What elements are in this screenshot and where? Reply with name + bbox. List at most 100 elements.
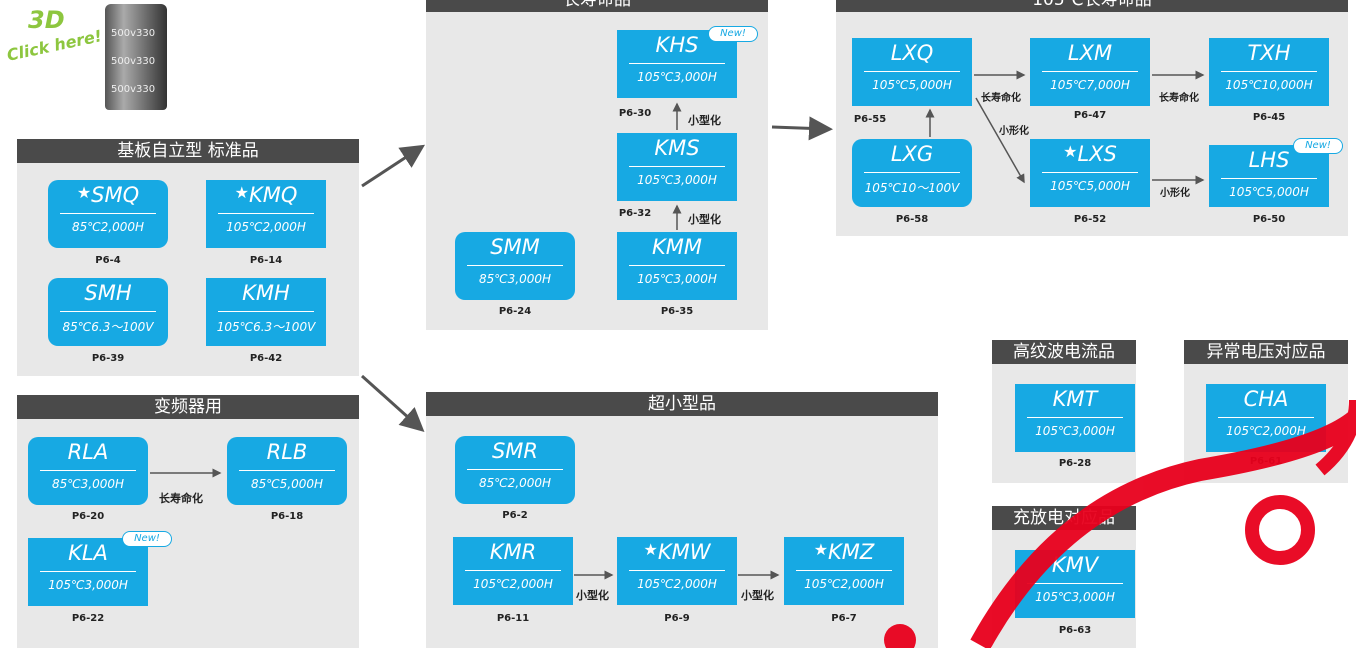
long-life-title: 长寿命品	[426, 0, 768, 12]
product-rla[interactable]: RLA 85℃3,000H	[28, 437, 148, 505]
product-kmw[interactable]: ★KMW 105℃2,000H	[617, 537, 737, 605]
page-ref[interactable]: P6-9	[664, 613, 690, 624]
product-spec: 85℃2,000H	[71, 220, 145, 234]
page-ref[interactable]: P6-20	[71, 511, 105, 522]
star-icon: ★	[76, 183, 92, 202]
product-spec: 105℃2,000H	[473, 577, 553, 591]
product-kmv[interactable]: KMV 105℃3,000H	[1015, 550, 1135, 618]
page-ref[interactable]: P6-55	[853, 114, 887, 125]
product-lxq[interactable]: LXQ 105℃5,000H	[852, 38, 972, 106]
arrow-label: 小形化	[999, 126, 1029, 137]
arrow-label: 小型化	[688, 114, 721, 127]
product-spec: 85℃3,000H	[478, 272, 552, 286]
charge-discharge-title: 充放电对应品	[992, 506, 1136, 530]
page-ref[interactable]: P6-7	[831, 613, 857, 624]
page-ref[interactable]: P6-61	[1249, 456, 1283, 467]
product-cha[interactable]: CHA 105℃2,000H	[1206, 384, 1326, 452]
product-lhs[interactable]: LHS 105℃5,000H	[1209, 145, 1329, 207]
star-icon: ★	[643, 540, 658, 559]
divider	[60, 213, 156, 214]
divider	[40, 571, 136, 572]
product-name: KMH	[242, 281, 290, 305]
product-spec: 105℃10～100V	[864, 181, 960, 195]
page-ref[interactable]: P6-47	[1073, 110, 1107, 121]
product-kmr[interactable]: KMR 105℃2,000H	[453, 537, 573, 605]
divider	[467, 469, 563, 470]
divider	[1042, 172, 1138, 173]
product-txh[interactable]: TXH 105℃10,000H	[1209, 38, 1329, 106]
divider	[467, 265, 563, 266]
photo-text-1: 500v330	[111, 28, 156, 39]
product-name: LXM	[1067, 41, 1113, 65]
product-lxs[interactable]: ★LXS 105℃5,000H	[1030, 139, 1150, 207]
product-name: KHS	[655, 33, 699, 57]
page-ref[interactable]: P6-35	[660, 306, 694, 317]
product-kmq[interactable]: ★KMQ 105℃2,000H	[206, 180, 326, 248]
3d-logo-label: 3D	[28, 6, 65, 34]
product-name: SMM	[490, 235, 540, 259]
divider	[796, 570, 892, 571]
page-ref[interactable]: P6-22	[71, 613, 105, 624]
divider	[1218, 417, 1314, 418]
product-spec: 105℃2,000H	[804, 577, 884, 591]
page-ref[interactable]: P6-32	[618, 208, 652, 219]
arrow-label: 长寿命化	[1159, 93, 1199, 104]
page-ref[interactable]: P6-11	[496, 613, 530, 624]
product-name: KLA	[68, 541, 108, 565]
product-smq[interactable]: ★SMQ 85℃2,000H	[48, 180, 168, 248]
product-spec: 105℃3,000H	[637, 173, 717, 187]
product-spec: 105℃2,000H	[1226, 424, 1306, 438]
page-ref[interactable]: P6-4	[95, 255, 121, 266]
product-name: RLB	[266, 440, 308, 464]
product-kla[interactable]: KLA 105℃3,000H	[28, 538, 148, 606]
photo-text-2: 500v330	[111, 56, 156, 67]
product-kms[interactable]: KMS 105℃3,000H	[617, 133, 737, 201]
arrow-label: 长寿命化	[981, 93, 1021, 104]
arrow-label: 长寿命化	[159, 492, 203, 505]
page-ref[interactable]: P6-50	[1252, 214, 1286, 225]
product-name: KMQ	[248, 183, 298, 207]
star-icon: ★	[1063, 142, 1078, 161]
divider	[218, 311, 314, 312]
page-ref[interactable]: P6-39	[91, 353, 125, 364]
page-ref[interactable]: P6-2	[502, 510, 528, 521]
product-spec: 85℃5,000H	[250, 477, 324, 491]
page-ref[interactable]: P6-63	[1058, 625, 1092, 636]
product-khs[interactable]: KHS 105℃3,000H	[617, 30, 737, 98]
product-spec: 85℃2,000H	[478, 476, 552, 490]
product-spec: 105℃2,000H	[226, 220, 306, 234]
product-name: KMV	[1051, 553, 1099, 577]
product-kmh[interactable]: KMH 105℃6.3～100V	[206, 278, 326, 346]
product-lxm[interactable]: LXM 105℃7,000H	[1030, 38, 1150, 106]
product-spec: 105℃5,000H	[1050, 179, 1130, 193]
arrow-label: 小形化	[1160, 188, 1190, 199]
product-rlb[interactable]: RLB 85℃5,000H	[227, 437, 347, 505]
product-lxg[interactable]: LXG 105℃10～100V	[852, 139, 972, 207]
product-name: KMM	[651, 235, 702, 259]
3d-logo[interactable]: 3D Click here!	[5, 4, 104, 84]
divider	[629, 570, 725, 571]
product-smr[interactable]: SMR 85℃2,000H	[455, 436, 575, 504]
page-ref[interactable]: P6-58	[895, 214, 929, 225]
arrow-standard-to-ultrasmall	[360, 374, 425, 433]
page-ref[interactable]: P6-14	[249, 255, 283, 266]
product-name: LXG	[890, 142, 934, 166]
product-spec: 105℃2,000H	[637, 577, 717, 591]
product-smh[interactable]: SMH 85℃6.3～100V	[48, 278, 168, 346]
product-spec: 105℃3,000H	[48, 578, 128, 592]
page-ref[interactable]: P6-45	[1252, 112, 1286, 123]
product-name: TXH	[1247, 41, 1291, 65]
page-ref[interactable]: P6-52	[1073, 214, 1107, 225]
page-ref[interactable]: P6-18	[270, 511, 304, 522]
divider	[629, 166, 725, 167]
product-kmm[interactable]: KMM 105℃3,000H	[617, 232, 737, 300]
product-smm[interactable]: SMM 85℃3,000H	[455, 232, 575, 300]
page-ref[interactable]: P6-30	[618, 108, 652, 119]
product-spec: 105℃5,000H	[872, 78, 952, 92]
page-ref[interactable]: P6-28	[1058, 458, 1092, 469]
product-kmz[interactable]: ★KMZ 105℃2,000H	[784, 537, 904, 605]
product-kmt[interactable]: KMT 105℃3,000H	[1015, 384, 1135, 452]
product-name: KMR	[489, 540, 537, 564]
page-ref[interactable]: P6-24	[498, 306, 532, 317]
page-ref[interactable]: P6-42	[249, 353, 283, 364]
